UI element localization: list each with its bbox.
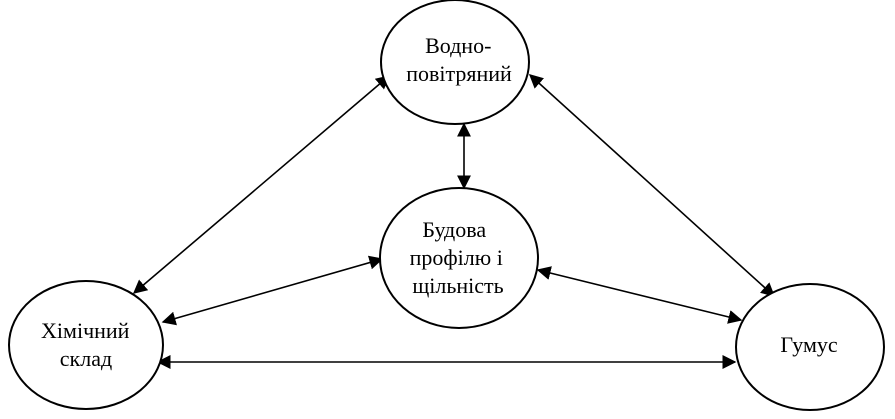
arrow-structure-humus	[536, 266, 743, 324]
node-water-air-line-1: Водно-	[425, 33, 491, 58]
node-chemical: Хімічний склад	[8, 280, 164, 410]
node-structure-ellipse	[379, 187, 539, 329]
arrow-structure-chemical	[161, 255, 384, 326]
node-humus-ellipse	[735, 283, 885, 411]
node-chemical-line-2: склад	[60, 346, 112, 371]
node-water-air-ellipse	[380, 0, 530, 125]
arrow-water-air-chemical	[132, 75, 391, 294]
node-structure-line-1: Будова	[422, 217, 486, 242]
node-water-air-label: Водно- повітряний	[406, 33, 512, 86]
node-chemical-ellipse	[8, 280, 164, 410]
node-humus-label: Гумус	[780, 332, 838, 357]
node-structure: Будова профілю і щільність	[379, 187, 539, 329]
node-structure-label: Будова профілю і щільність	[410, 217, 509, 298]
node-water-air-line-2: повітряний	[406, 61, 512, 86]
node-chemical-label: Хімічний склад	[41, 318, 135, 371]
node-chemical-line-1: Хімічний	[41, 318, 130, 343]
node-humus-line-1: Гумус	[780, 332, 838, 357]
node-structure-line-3: щільність	[412, 273, 503, 298]
node-structure-line-2: профілю і	[410, 245, 503, 270]
edges	[132, 74, 776, 369]
node-water-air: Водно- повітряний	[380, 0, 530, 125]
node-humus: Гумус	[735, 283, 885, 411]
arrow-water-air-humus	[528, 74, 776, 297]
